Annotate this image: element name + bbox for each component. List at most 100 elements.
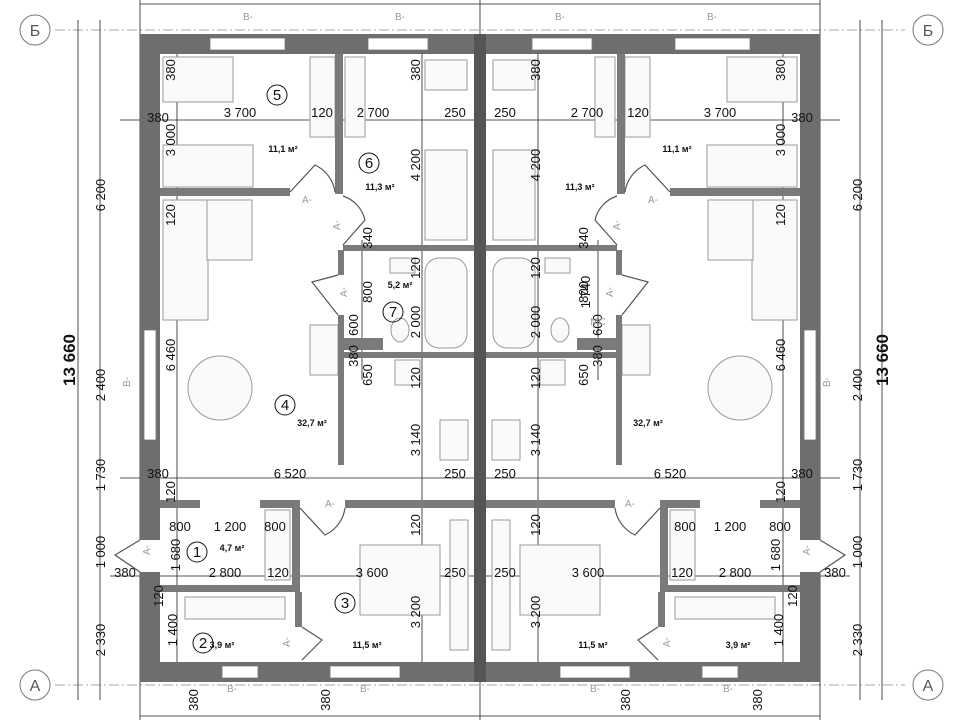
door-mark: А- [625,499,635,510]
dimension-label: 2 000 [408,306,423,339]
outer-dimension: 1 000 [93,536,108,569]
window-mark: В- [590,684,600,695]
window-mark: В- [122,377,133,387]
dimension-label: 2 700 [571,105,604,120]
dimension-label: 3 600 [356,565,389,580]
dimension-label: 1 200 [214,519,247,534]
dimension-label: 2 800 [719,565,752,580]
room-number-circle [334,592,356,614]
dimension-label: 250 [444,565,466,580]
dimension-label: 120 [528,367,543,389]
dimension-label: 1 680 [168,539,183,572]
dimension-label: 4 200 [408,149,423,182]
room-number-circle [358,152,380,174]
outer-dimension: 13 660 [60,334,79,386]
outer-dimension: 1 000 [850,536,865,569]
outer-dimension: 2 330 [93,624,108,657]
dimension-label: 120 [627,105,649,120]
room-number: 4 [281,397,289,414]
outer-dimension: 2 330 [850,624,865,657]
window-mark: В- [243,12,253,23]
dimension-label: 1 680 [768,539,783,572]
axis-marker-a-left [19,669,51,701]
dimension-label: 380 [147,466,169,481]
dimension-label: 3 600 [572,565,605,580]
room-area: 32,7 м² [633,418,663,428]
room-number: 7 [389,304,397,321]
outer-dimension: 2 400 [93,369,108,402]
dimension-label: 600 [590,314,605,336]
dimension-label: 1 740 [578,276,593,309]
dimension-label: 380 [147,110,169,125]
dimension-label: 6 460 [773,339,788,372]
dimension-label: 380 [750,689,765,711]
dimension-label: 800 [264,519,286,534]
dimension-label: 4 200 [528,149,543,182]
dimension-label: 3 000 [163,124,178,157]
dimension-label: 800 [769,519,791,534]
room-area: 11,1 м² [662,144,691,154]
room-number-circle [266,84,288,106]
dimension-label: 120 [408,257,423,279]
axis-label: Б [923,23,934,40]
dimension-label: 800 [169,519,191,534]
dimension-label: 1 400 [165,614,180,647]
dimension-label: 120 [267,565,289,580]
room-area: 11,5 м² [578,640,607,650]
room-number-circle [192,632,214,654]
dimension-label: 380 [318,689,333,711]
room-number: 1 [193,544,201,561]
room-area: 3,9 м² [726,640,751,650]
door-mark: А- [325,499,335,510]
room-area: 4,7 м² [220,543,245,553]
dimension-label: 120 [528,257,543,279]
dimension-label: 250 [494,466,516,481]
room-number-circle [274,394,296,416]
dimension-label: 120 [311,105,333,120]
outer-dimension: 6 200 [850,179,865,212]
room-number-circle [186,541,208,563]
dimension-label: 800 [674,519,696,534]
window-mark: В- [723,684,733,695]
window-mark: В- [707,12,717,23]
dimension-label: 380 [528,59,543,81]
dimension-label: 250 [494,565,516,580]
room-area: 3,9 м² [210,640,235,650]
axis-label: Б [30,23,41,40]
dimension-label: 120 [151,585,166,607]
window-mark: В- [360,684,370,695]
door-mark: А- [802,545,813,555]
door-mark: А- [339,287,350,297]
dimension-label: 380 [618,689,633,711]
room-number: 6 [365,155,373,172]
dimension-label: 6 460 [163,339,178,372]
outer-dimension: 13 660 [873,334,892,386]
dimension-label: 3 000 [773,124,788,157]
door-mark: А- [332,220,343,230]
door-mark: А- [302,195,312,206]
dimension-label: 6 520 [654,466,687,481]
axis-lines [19,14,944,701]
dimension-label: 340 [360,227,375,249]
door-mark: А- [282,637,293,647]
axis-marker-a-right [912,669,944,701]
dimension-label: 2 700 [357,105,390,120]
dimension-label: 250 [444,466,466,481]
dimension-label: 380 [186,689,201,711]
dimension-label: 2 800 [209,565,242,580]
dimension-label: 380 [346,345,361,367]
door-mark: А- [612,220,623,230]
dimension-label: 3 140 [528,424,543,457]
dimension-label: 380 [590,345,605,367]
room-number-circle [382,301,404,323]
dimension-label: 380 [791,110,813,125]
axis-label: А [30,678,41,695]
dimension-label: 3 200 [528,596,543,629]
room-number: 3 [341,595,349,612]
dimension-label: 120 [163,481,178,503]
window-mark: В- [395,12,405,23]
dimension-label: 800 [360,281,375,303]
dimension-label: 120 [163,204,178,226]
